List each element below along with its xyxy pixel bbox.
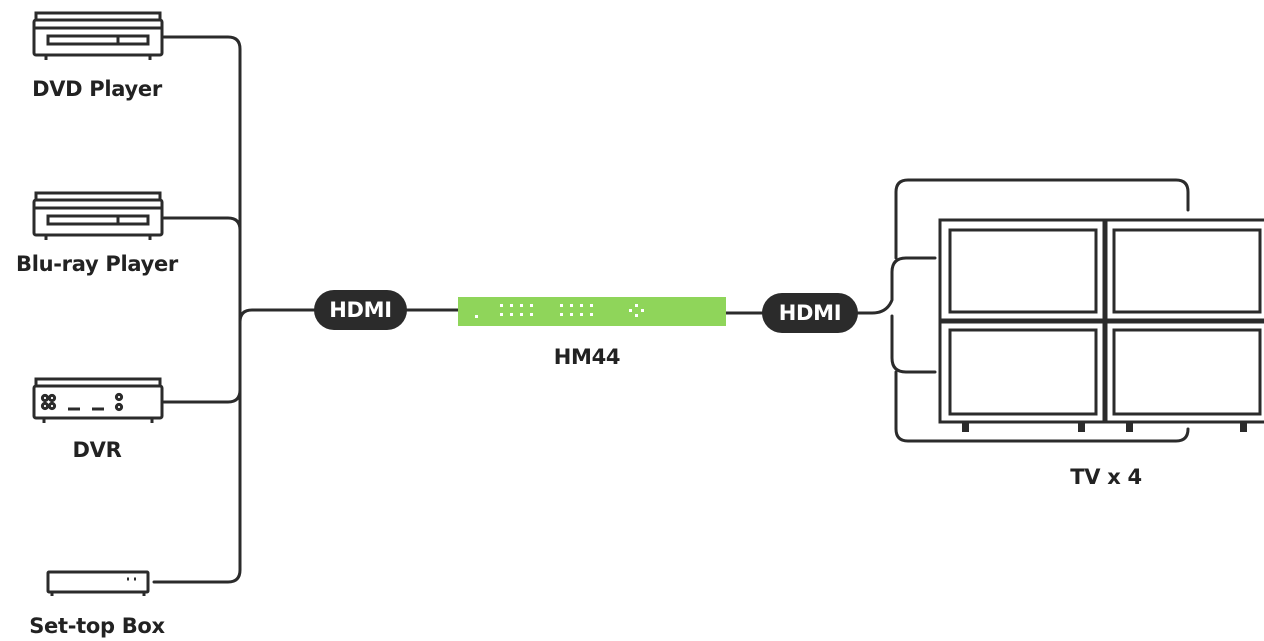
cable-dvd-player: [162, 35, 242, 312]
switch-port-dot: [500, 304, 503, 307]
source-label-set-top-box: Set-top Box: [29, 614, 165, 638]
switch-port-dot: [635, 304, 638, 307]
cable-blu-ray-player: [162, 216, 242, 312]
switch-port-dot: [570, 313, 573, 316]
cable-tv-top-loop: [894, 178, 1190, 260]
switch-port-dot: [510, 313, 513, 316]
cable-hdmi-to-tvs: [848, 256, 937, 315]
switch-port-dot: [530, 304, 533, 307]
switch-port-dot: [530, 313, 533, 316]
cable-dvr: [162, 308, 242, 404]
switch-port-dot: [560, 304, 563, 307]
switch-port-dot: [629, 309, 632, 312]
set-top-box-icon: [46, 570, 150, 596]
switch-port-dot: [500, 313, 503, 316]
blu-ray-player-icon: [32, 191, 164, 240]
switch-port-dot: [520, 313, 523, 316]
source-label-blu-ray-player: Blu-ray Player: [16, 252, 178, 276]
display-label: TV x 4: [1070, 465, 1142, 489]
hdmi-output-badge: HDMI: [762, 293, 858, 333]
cable-set-top-box: [152, 308, 242, 584]
cable-bus-to-hdmi: [238, 308, 332, 324]
cable-tv-lower-left: [890, 314, 937, 374]
switch-port-dot: [590, 313, 593, 316]
switch-port-dot: [520, 304, 523, 307]
source-label-dvr: DVR: [72, 438, 122, 462]
tv-feet: [962, 422, 1247, 432]
switch-port-dot: [510, 304, 513, 307]
dvr-icon: [32, 377, 164, 423]
tv-wall-icon: [938, 218, 1264, 424]
cable-tv-bottom-loop: [894, 370, 1190, 443]
dvd-player-icon: [32, 11, 164, 60]
switch-port-dot: [580, 304, 583, 307]
switch-port-dot: [641, 309, 644, 312]
hm44-switch-device: [458, 297, 726, 326]
hdmi-input-badge: HDMI: [314, 290, 407, 330]
source-label-dvd-player: DVD Player: [32, 77, 162, 101]
switch-port-dot: [475, 315, 478, 318]
switch-port-dot: [590, 304, 593, 307]
switch-port-dot: [635, 314, 638, 317]
switch-port-dot: [560, 313, 563, 316]
switch-port-dot: [570, 304, 573, 307]
switch-label: HM44: [553, 345, 621, 369]
switch-port-dot: [580, 313, 583, 316]
